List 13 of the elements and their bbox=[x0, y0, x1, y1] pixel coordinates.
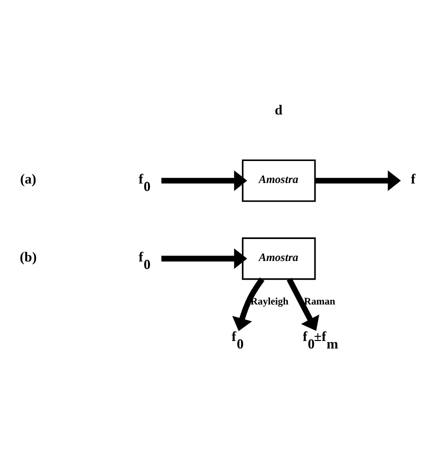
edge-label: Rayleigh bbox=[250, 296, 288, 308]
arrow bbox=[160, 170, 247, 191]
label: (a) bbox=[20, 172, 36, 187]
arrow bbox=[286, 278, 319, 331]
label: (b) bbox=[19, 250, 36, 265]
arrow bbox=[160, 248, 247, 269]
label: d bbox=[274, 102, 282, 118]
node-box: Amostra bbox=[241, 159, 316, 202]
arrow bbox=[314, 170, 400, 191]
node-text: f bbox=[410, 172, 415, 187]
edge-label: Raman bbox=[303, 296, 335, 308]
node-box: Amostra bbox=[241, 237, 316, 280]
arrow bbox=[232, 278, 264, 332]
